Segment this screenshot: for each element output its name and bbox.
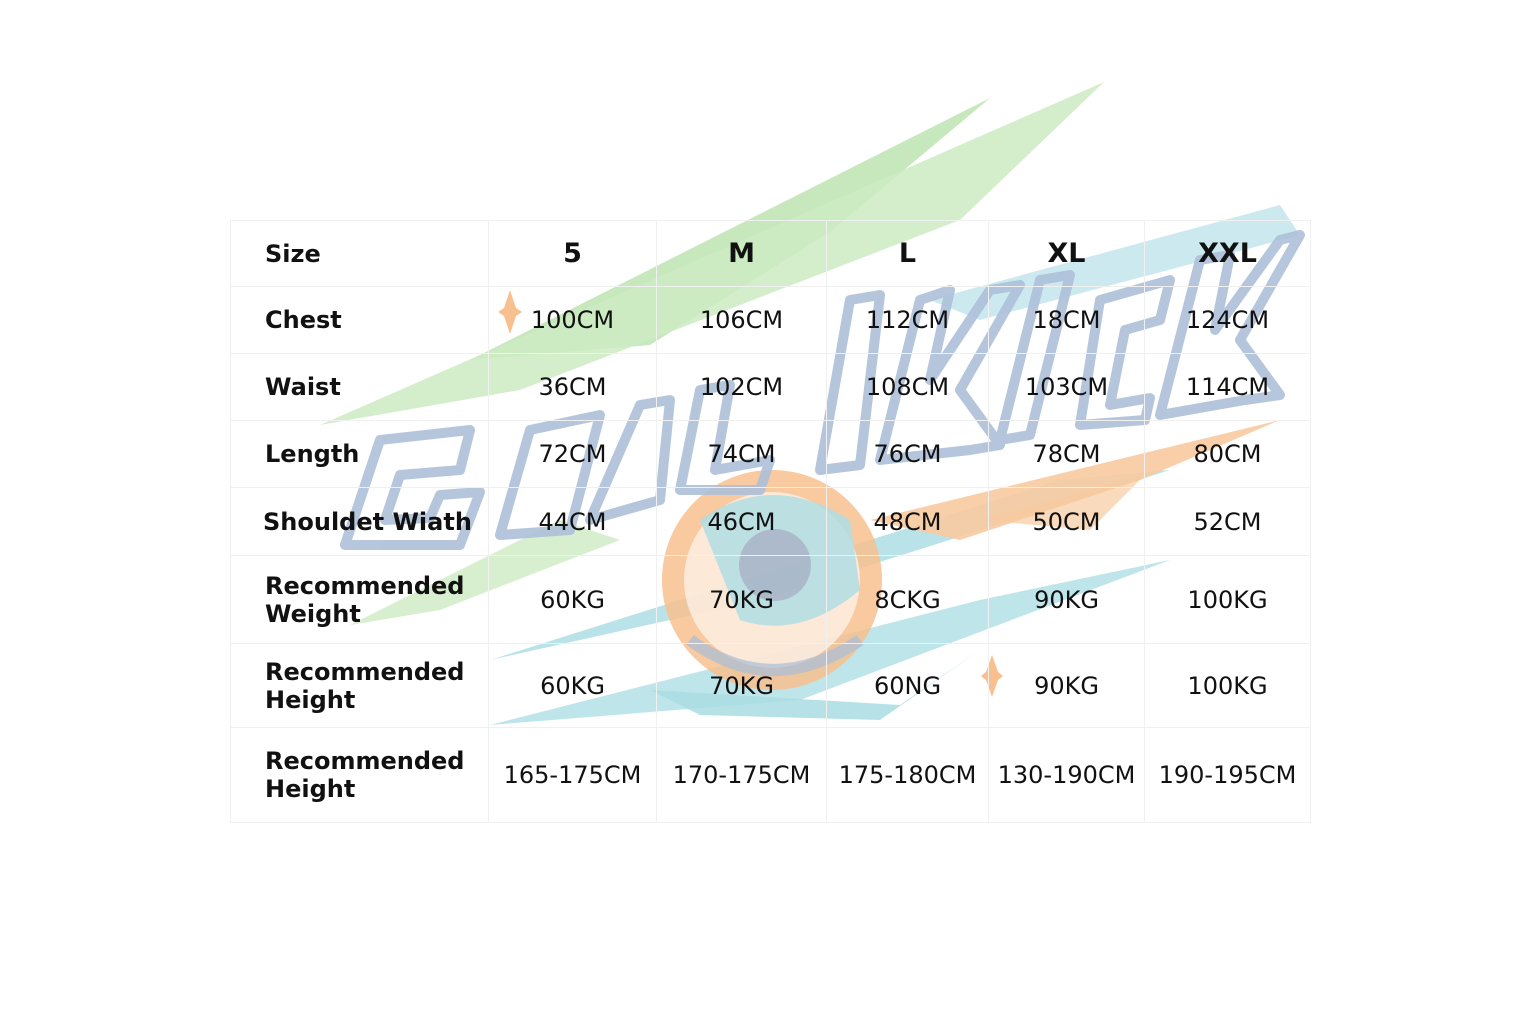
table-cell: 165-175CM xyxy=(488,727,657,823)
table-cell: 36CM xyxy=(488,353,657,421)
row-label-recommended-weight: Recommended Weight xyxy=(230,555,489,644)
table-row-length: Length 72CM 74CM 76CM 78CM 80CM xyxy=(230,420,1311,488)
table-row-waist: Waist 36CM 102CM 108CM 103CM 114CM xyxy=(230,353,1311,421)
row-label-shoulder-width: Shouldet Wiath xyxy=(230,487,489,556)
table-cell: 48CM xyxy=(826,487,989,556)
table-cell: 46CM xyxy=(656,487,827,556)
header-size-m: M xyxy=(656,220,827,287)
table-cell: 18CM xyxy=(988,286,1145,354)
table-cell: 60KG xyxy=(488,643,657,728)
table-row-recommended-weight: Recommended Weight 60KG 70KG 8CKG 90KG 1… xyxy=(230,555,1311,644)
table-cell: 170-175CM xyxy=(656,727,827,823)
table-cell: 100CM xyxy=(488,286,657,354)
header-size-label: Size xyxy=(230,220,489,287)
table-cell: 52CM xyxy=(1144,487,1311,556)
table-cell: 90KG xyxy=(988,555,1145,644)
table-cell: 100KG xyxy=(1144,643,1311,728)
table-cell: 90KG xyxy=(988,643,1145,728)
table-cell: 60KG xyxy=(488,555,657,644)
table-cell: 114CM xyxy=(1144,353,1311,421)
header-size-l: L xyxy=(826,220,989,287)
table-cell: 124CM xyxy=(1144,286,1311,354)
row-label-chest: Chest xyxy=(230,286,489,354)
table-cell: 100KG xyxy=(1144,555,1311,644)
table-cell: 130-190CM xyxy=(988,727,1145,823)
table-cell: 76CM xyxy=(826,420,989,488)
table-row-shoulder-width: Shouldet Wiath 44CM 46CM 48CM 50CM 52CM xyxy=(230,487,1311,556)
header-size-xxl: XXL xyxy=(1144,220,1311,287)
table-cell: 106CM xyxy=(656,286,827,354)
table-cell: 190-195CM xyxy=(1144,727,1311,823)
table-cell: 103CM xyxy=(988,353,1145,421)
row-label-recommended-height: Recommended Height xyxy=(230,643,489,728)
table-row-chest: Chest 100CM 106CM 112CM 18CM 124CM xyxy=(230,286,1311,354)
table-cell: 74CM xyxy=(656,420,827,488)
table-cell: 112CM xyxy=(826,286,989,354)
header-row: Size 5 M L XL XXL xyxy=(230,220,1311,287)
table-cell: 102CM xyxy=(656,353,827,421)
row-label-waist: Waist xyxy=(230,353,489,421)
table-cell: 78CM xyxy=(988,420,1145,488)
table-cell: 108CM xyxy=(826,353,989,421)
table-cell: 80CM xyxy=(1144,420,1311,488)
table-cell: 60NG xyxy=(826,643,989,728)
header-size-xl: XL xyxy=(988,220,1145,287)
row-label-recommended-height-cm: Recommended Height xyxy=(230,727,489,823)
table-cell: 72CM xyxy=(488,420,657,488)
size-chart-table: Size 5 M L XL XXL Chest 100CM 106CM 112C… xyxy=(230,220,1311,823)
table-cell: 70KG xyxy=(656,555,827,644)
table-row-recommended-height: Recommended Height 60KG 70KG 60NG 90KG 1… xyxy=(230,643,1311,728)
table-row-recommended-height-cm: Recommended Height 165-175CM 170-175CM 1… xyxy=(230,727,1311,823)
table-cell: 70KG xyxy=(656,643,827,728)
table-cell: 8CKG xyxy=(826,555,989,644)
header-size-5: 5 xyxy=(488,220,657,287)
table-cell: 175-180CM xyxy=(826,727,989,823)
table-cell: 44CM xyxy=(488,487,657,556)
row-label-length: Length xyxy=(230,420,489,488)
table-cell: 50CM xyxy=(988,487,1145,556)
